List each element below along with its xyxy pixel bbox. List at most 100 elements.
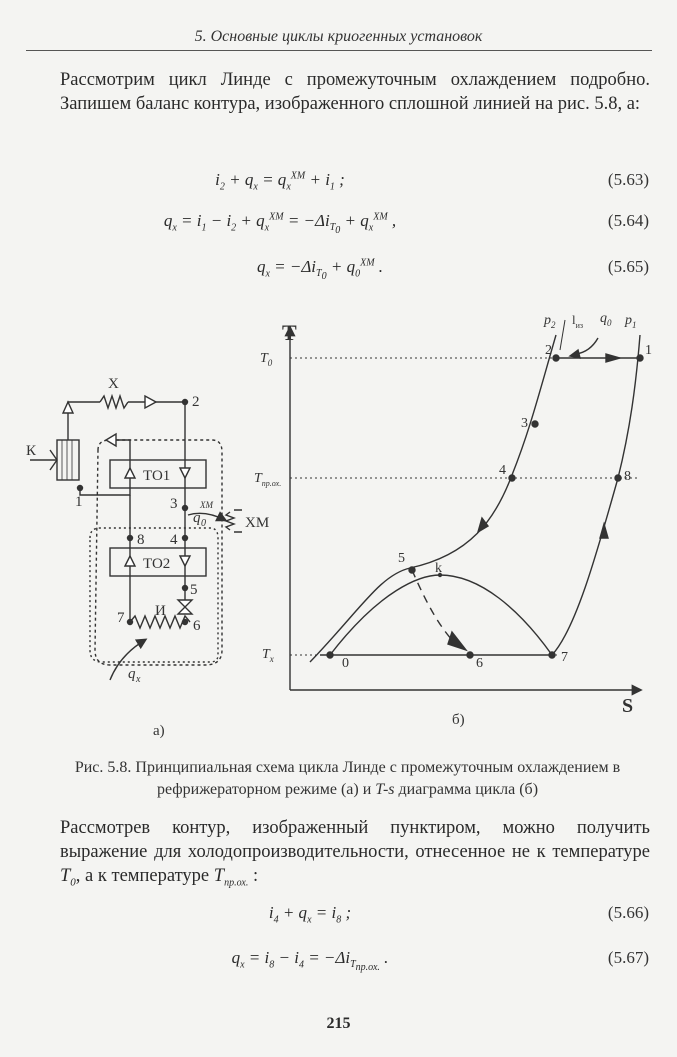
label-k: К [26,443,37,459]
arrow-l-curve [575,337,599,355]
ts-label-1: 1 [645,343,652,358]
running-head: 5. Основные циклы криогенных установок [194,28,483,45]
equation-5-65: qx = −ΔiT0 + q0ХМ . (5.65) [0,257,677,283]
to1-arrow-up [123,466,137,479]
line-k-to-x [67,401,100,440]
hx-to2-box [109,547,207,577]
page-number: 215 [326,1015,351,1032]
label-q0-diagram: q0 [600,311,612,328]
ts-labels: T S T0 Tпр.ох. Tx p2 p1 lиз q0 2 1 3 4 8… [254,311,652,717]
equation-5-63: i2 + qx = qxХМ + i1 ; (5.63) [0,170,677,196]
caption-italic: T-s [375,781,395,798]
equation-5-67: qx = i8 − i4 = −ΔiTпр.ох. . (5.67) [0,948,677,974]
scheme-caption-a: а) [153,723,165,739]
arrow-left-return [104,432,117,448]
point-8 [614,474,622,482]
equation-5-67-expr: qx = i8 − i4 = −ΔiTпр.ох. . [231,948,389,974]
evaporator-coil [129,614,191,630]
equation-5-63-expr: i2 + qx = qxХМ + i1 ; [215,170,345,193]
ts-point-labels: 2 1 3 4 8 5 k 0 6 7 [342,343,652,671]
label-point-4: 4 [170,532,178,548]
heat-out-arrow [187,511,228,522]
equation-5-66-number: (5.66) [607,903,649,922]
label-xm: ХМ [245,515,269,531]
caption-text: Принципиальная схема цикла Линде с проме… [135,759,621,798]
paragraph-2-end: : [252,866,259,886]
figure-caption: Рис. 5.8. Принципиальная схема цикла Лин… [40,757,655,801]
node-7 [126,618,134,626]
compressor-box [56,439,80,481]
cooler-coil [224,511,236,531]
node-3 [181,504,189,512]
point-5 [408,566,416,574]
throttle-x-coil [99,393,129,411]
arrow-up-k [61,400,75,414]
point-7 [548,651,556,659]
ts-label-5: 5 [398,551,405,566]
to2-arrow-up [123,554,137,567]
paragraph-2-text: Рассмотрев контур, изображенный пунктиро… [60,818,650,862]
throttling-line [411,569,461,649]
arrow-right-x [144,394,158,410]
equation-5-64-number: (5.64) [607,211,649,230]
equation-5-65-expr: qx = −ΔiT0 + q0ХМ . [256,257,384,283]
to1-arrow-down [178,467,192,480]
node-2 [181,398,189,406]
ts-label-7: 7 [561,650,568,665]
figure-svg: Х К 2 1 ТО1 3 q 0 ХМ ХМ 8 4 ТО2 5 И 7 6 … [26,311,652,717]
header-rule [26,50,652,51]
paragraph-2-tpr: Tпр.ох. [213,866,249,889]
scheme-a [30,393,242,681]
ts-label-8: 8 [624,469,631,484]
return-line-top [79,439,131,496]
node-5 [181,584,189,592]
point-1 [636,354,644,362]
label-axis-t: T [282,320,297,345]
ts-label-k: k [435,561,442,576]
label-point-3: 3 [170,496,178,512]
throttling-arrow [447,630,468,652]
diagram-caption-b: б) [452,712,465,728]
label-t0: T0 [260,351,273,368]
equation-5-64-expr: qx = i1 − i2 + qxХМ = −ΔiT0 + qxХМ , [163,211,397,237]
ts-label-6: 6 [476,656,483,671]
point-4 [508,474,516,482]
equation-5-64: qx = i1 − i2 + qxХМ = −ΔiT0 + qxХМ , (5.… [0,211,677,237]
label-to2: ТО2 [143,556,170,572]
label-q0: q [193,510,201,526]
to2-arrow-down [178,555,192,568]
label-point-2: 2 [192,394,200,410]
paragraph-1-text: Рассмотрим цикл Линде с промежуточным ох… [60,70,650,114]
label-q0-sub: 0 [201,518,206,529]
equation-5-63-number: (5.63) [607,170,649,189]
label-tpr: Tпр.ох. [254,471,281,488]
paragraph-2-t0: T0 [60,866,76,889]
arrow-l-head [568,348,581,359]
paragraph-2: Рассмотрев контур, изображенный пунктиро… [60,816,650,896]
paragraph-2-mid: , а к температуре [75,866,210,886]
isobar-p1 [320,334,641,656]
throttle-valve [176,599,194,615]
label-point-1: 1 [75,494,83,510]
compressor-arrow [49,449,58,471]
ts-label-2: 2 [545,343,552,358]
label-l: lиз [572,312,583,330]
arrow-4-5 [476,516,490,534]
ts-label-4: 4 [499,463,506,478]
node-4 [181,534,189,542]
label-axis-s: S [622,695,633,717]
label-qx-sub: x [135,674,141,685]
equation-5-66: i4 + qx = i8 ; (5.66) [0,903,677,929]
saturation-dome [329,574,553,656]
point-6 [466,651,474,659]
cooler-leads [234,509,242,533]
label-tx: Tx [262,647,274,664]
compressor-hatch [61,440,73,480]
ts-label-0: 0 [342,656,349,671]
node-8 [126,534,134,542]
label-q0-sup: ХМ [199,500,213,510]
point-k [437,572,443,578]
ts-diagram [284,319,644,696]
equation-5-66-expr: i4 + qx = i8 ; [268,903,352,926]
paragraph-1: Рассмотрим цикл Линде с промежуточным ох… [60,68,650,116]
